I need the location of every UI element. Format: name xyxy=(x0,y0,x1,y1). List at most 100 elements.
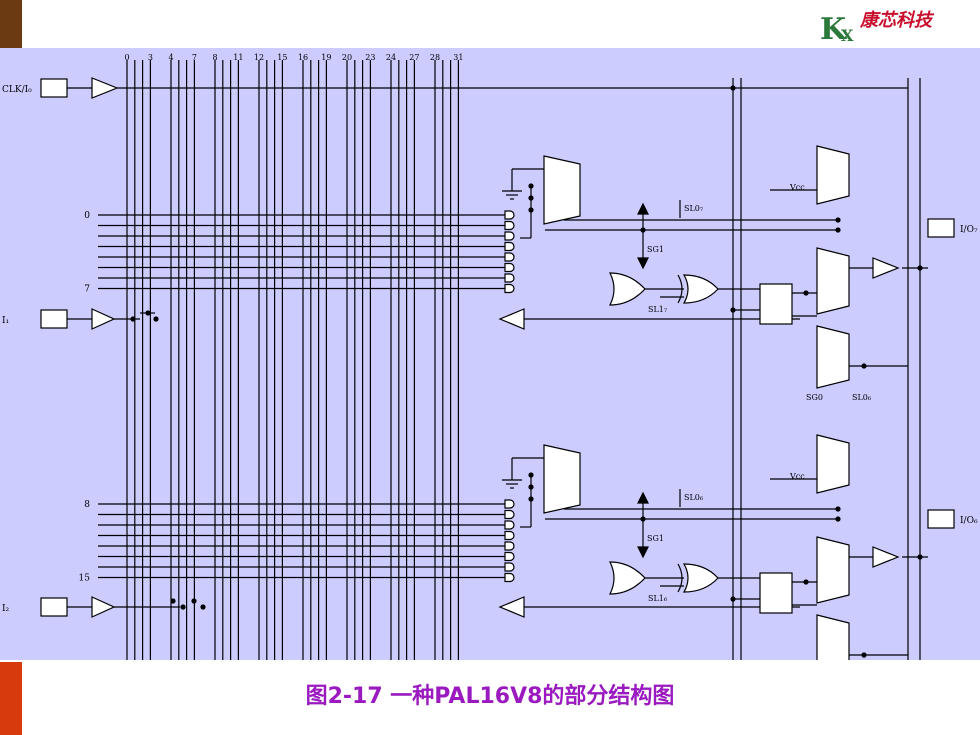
cell-top-sl0b-label: SL0₆ xyxy=(852,393,871,402)
pin-3-box xyxy=(40,597,68,617)
rows-top-and-gate xyxy=(504,231,515,241)
cell-bottom-fb-mux xyxy=(816,614,850,678)
rows-top-row-label: 0 xyxy=(84,211,90,221)
logo: K X 康芯科技 xyxy=(818,4,980,48)
column-number: 15 xyxy=(277,53,287,62)
cell-bottom-flipflop xyxy=(759,572,793,614)
cell-bottom-or-gate xyxy=(609,561,646,595)
cell-top-sl0-label: SL0₇ xyxy=(684,204,703,213)
junction-dot xyxy=(730,307,736,313)
logo-mark: K xyxy=(820,12,847,47)
rows-bottom-and-gate xyxy=(504,530,515,541)
junction-dot xyxy=(145,310,151,316)
junction-dot xyxy=(200,604,206,610)
cell-top-fb-mux xyxy=(816,325,850,389)
cell-bottom-pt-mux xyxy=(543,444,581,514)
junction-dot xyxy=(640,516,646,522)
junction-dot xyxy=(180,604,186,610)
cell-bottom-sl1-label: SL1₆ xyxy=(648,594,667,603)
junction-dot xyxy=(835,516,841,522)
junction-dot xyxy=(835,506,841,512)
junction-dot xyxy=(528,195,534,201)
rows-bottom-and-gate xyxy=(504,551,515,562)
cell-top-flipflop xyxy=(759,283,793,325)
junction-dot xyxy=(528,207,534,213)
cell-top-or-gate xyxy=(609,272,646,306)
column-number: 20 xyxy=(342,53,352,62)
junction-dot xyxy=(730,596,736,602)
column-number: 11 xyxy=(233,53,243,62)
bottom-accent-bar xyxy=(0,662,22,735)
cell-bottom-vcc-label: Vcc xyxy=(789,472,805,481)
pin-18-box xyxy=(927,509,955,529)
rows-top-and-gate xyxy=(504,262,515,273)
junction-dot xyxy=(170,598,176,604)
cell-top-xor-arc xyxy=(677,274,683,304)
junction-dot xyxy=(835,217,841,223)
cell-top-output-buffer xyxy=(872,257,900,279)
junction-dot xyxy=(191,598,197,604)
cell-bottom-oe-mux xyxy=(816,434,850,494)
rows-bottom-row-label: 8 xyxy=(84,500,90,510)
junction-dot xyxy=(917,554,923,560)
clk-junction xyxy=(730,85,736,91)
cell-bottom-arrow-down xyxy=(637,546,649,559)
rows-bottom-and-gate xyxy=(504,572,515,583)
cell-top-sgbar-label: SG0 xyxy=(806,393,823,402)
pal16v8-diagram: 0347811121516192023242728311CLK/I₀2I₁3I₂… xyxy=(0,48,980,691)
rows-top-and-gate xyxy=(504,241,515,252)
junction-dot xyxy=(803,579,809,585)
clk-buffer xyxy=(91,77,119,99)
cell-top-arrow-down xyxy=(637,257,649,270)
cell-bottom-sl0-label: SL0₆ xyxy=(684,493,703,502)
junction-dot xyxy=(861,363,867,369)
pin-19-box xyxy=(927,218,955,238)
cell-top-oe-mux xyxy=(816,145,850,205)
rows-bottom-and-gate xyxy=(504,499,515,509)
rows-bottom-and-gate xyxy=(504,520,515,530)
column-number: 24 xyxy=(386,53,396,62)
circuit-svg: 0347811121516192023242728311CLK/I₀2I₁3I₂… xyxy=(2,53,978,691)
rows-top-and-gate xyxy=(504,252,515,262)
cell-bottom-sg-label: SG1 xyxy=(647,534,664,543)
column-number: 16 xyxy=(298,53,308,62)
rows-bottom-and-gate xyxy=(504,541,515,551)
column-number: 4 xyxy=(168,53,173,62)
feedback-buffer-bottom xyxy=(498,596,525,618)
pin-19-label: I/O₇ xyxy=(960,225,978,235)
column-number: 12 xyxy=(254,53,264,62)
pin-1-label: CLK/I₀ xyxy=(2,85,32,95)
logo-text: 康芯科技 xyxy=(860,10,932,31)
column-number: 28 xyxy=(430,53,440,62)
logo-sub: X xyxy=(841,26,854,45)
column-number: 31 xyxy=(453,53,463,62)
column-number: 19 xyxy=(321,53,331,62)
top-accent-bar xyxy=(0,0,22,48)
rows-top-and-gate xyxy=(504,210,515,220)
junction-dot xyxy=(861,652,867,658)
cell-top-sl1-label: SL1₇ xyxy=(648,305,667,314)
rows-top-and-gate xyxy=(504,273,515,283)
pin-2-box xyxy=(40,309,68,329)
column-number: 23 xyxy=(365,53,375,62)
cell-bottom-xor-arc xyxy=(677,563,683,593)
junction-dot xyxy=(528,496,534,502)
pin-2-label: I₁ xyxy=(2,316,9,326)
pin-3-label: I₂ xyxy=(2,604,10,614)
cell-top-arrow-up xyxy=(637,202,649,215)
rows-bottom-and-gate xyxy=(504,562,515,572)
junction-dot xyxy=(153,316,159,322)
column-number: 27 xyxy=(409,53,419,62)
junction-dot xyxy=(130,316,136,322)
i2-buffer xyxy=(91,596,116,618)
junction-dot xyxy=(528,183,534,189)
junction-dot xyxy=(917,265,923,271)
junction-dot xyxy=(835,227,841,233)
cell-bottom-output-buffer xyxy=(872,546,900,568)
junction-dot xyxy=(640,227,646,233)
pin-1-box xyxy=(40,78,68,98)
junction-dot xyxy=(803,290,809,296)
cell-top-xor-gate xyxy=(682,274,719,304)
junction-dot xyxy=(528,484,534,490)
cell-top-sg-label: SG1 xyxy=(647,245,664,254)
